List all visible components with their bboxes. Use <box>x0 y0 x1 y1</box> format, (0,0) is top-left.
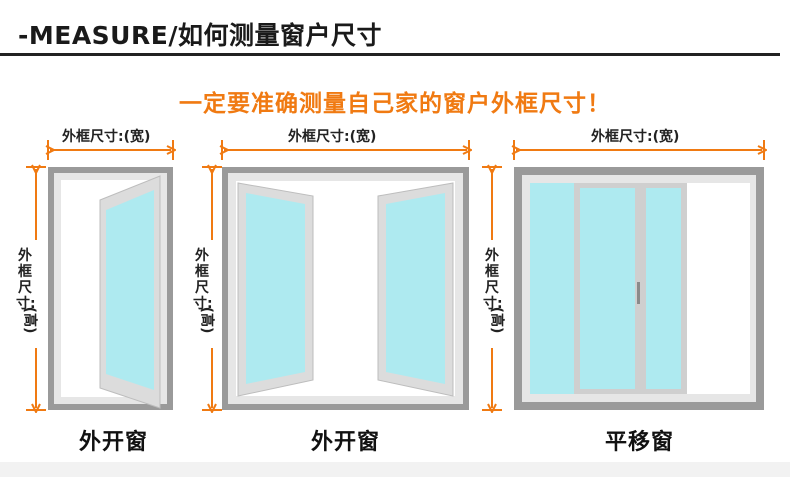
window-2-right-glass <box>386 193 445 384</box>
window-3-left-glass <box>530 183 576 394</box>
page-header: -MEASURE/如何测量窗户尺寸 <box>0 0 790 56</box>
window-3-right-open <box>686 183 750 394</box>
window-3-handle <box>637 282 640 304</box>
header-rule <box>0 53 780 56</box>
caption-2: 外开窗 <box>311 430 381 455</box>
width-label-2: 外框尺寸:(宽) <box>288 129 377 145</box>
page-title: -MEASURE/如何测量窗户尺寸 <box>18 21 382 50</box>
window-3-sash-1-glass <box>580 188 635 389</box>
window-3-sash-2-glass <box>646 188 681 389</box>
window-2-left-glass <box>246 193 305 384</box>
caption-1: 外开窗 <box>79 430 149 455</box>
window-2-casement <box>222 167 469 410</box>
window-1-casement <box>48 167 173 410</box>
window-1-glass <box>106 190 154 390</box>
height-label-3-top: 外框尺寸: <box>483 248 503 312</box>
height-label-1: 外框尺寸:(高) <box>16 248 37 333</box>
height-label-2-top: 外框尺寸: <box>193 248 213 312</box>
height-label-3: 外框尺寸:(高) <box>483 248 504 333</box>
headline: 一定要准确测量自己家的窗户外框尺寸！ <box>179 91 611 117</box>
height-label-2: 外框尺寸:(高) <box>193 248 214 333</box>
window-3-sliding <box>514 167 764 410</box>
height-label-1-top: 外框尺寸: <box>16 248 36 312</box>
caption-3: 平移窗 <box>605 430 675 455</box>
dimension-lines <box>26 140 764 410</box>
bottom-strip <box>0 462 790 477</box>
width-label-3: 外框尺寸:(宽) <box>591 129 680 145</box>
width-label-1: 外框尺寸:(宽) <box>62 129 151 145</box>
